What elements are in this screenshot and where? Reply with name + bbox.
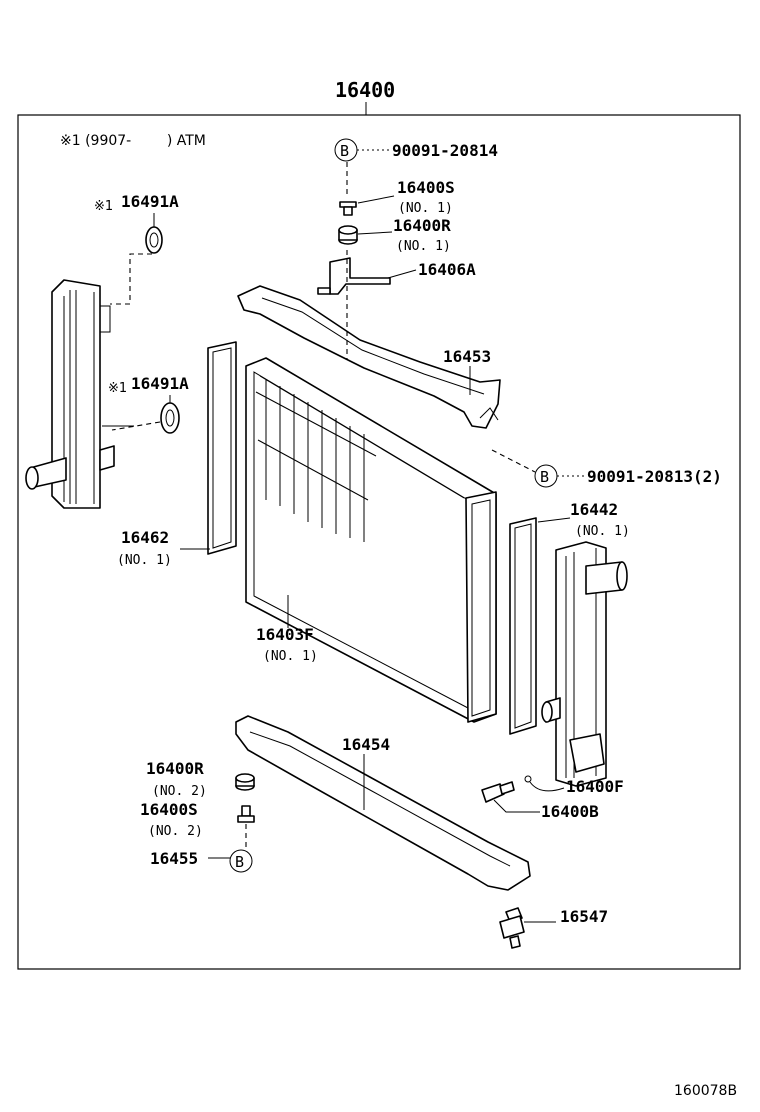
callout-b-top: B: [340, 142, 349, 160]
part-cushion-lower[interactable]: 16400R: [146, 759, 204, 778]
part-stay-lower-bolt-qty: (NO. 2): [148, 824, 203, 839]
assembly-frame: [17, 114, 741, 970]
part-stay-upper-bolt[interactable]: 16400S: [397, 178, 455, 197]
part-cushion-upper-qty: (NO. 1): [396, 239, 451, 254]
part-drain-gasket[interactable]: 16400F: [566, 777, 624, 796]
drain-gasket-leader: [529, 781, 565, 792]
right-tank-icon: [541, 541, 628, 787]
seal-left-icon: [207, 341, 237, 555]
part-support-lower[interactable]: 16454: [342, 735, 390, 754]
seal-right-icon: [509, 517, 537, 735]
diagram-code: 160078B: [674, 1083, 737, 1099]
gasket-mid-axis: [111, 421, 161, 431]
part-valve[interactable]: 16547: [560, 907, 608, 926]
callout-b-lower: B: [235, 853, 244, 871]
bolt-side-axis: [491, 449, 536, 473]
lower-support-icon: [235, 715, 531, 891]
part-core-qty: (NO. 1): [263, 649, 318, 664]
bolt-side-callout[interactable]: B 90091-20813(2): [534, 464, 722, 488]
bolt-lower-callout[interactable]: 16455 B: [150, 849, 253, 873]
part-seal-left[interactable]: 16462: [121, 528, 169, 547]
left-tank-icon: [25, 279, 134, 509]
part-bolt-side[interactable]: 90091-20813(2): [587, 467, 722, 486]
part-seal-right[interactable]: 16442: [570, 500, 618, 519]
part-bolt-top[interactable]: 90091-20814: [392, 141, 498, 160]
part-bolt-lower[interactable]: 16455: [150, 849, 198, 868]
part-gasket-mid[interactable]: 16491A: [131, 374, 189, 393]
applicability-note: ※1 (9907- ) ATM: [60, 133, 206, 149]
part-support-upper[interactable]: 16453: [443, 347, 491, 366]
cushion-lower-icon: [235, 773, 255, 791]
gasket-top-mark: ※1: [94, 199, 113, 214]
gasket-mid-mark: ※1: [108, 381, 127, 396]
part-seal-left-qty: (NO. 1): [117, 553, 172, 568]
cushion-upper-icon: [338, 225, 358, 245]
valve-icon: [499, 907, 525, 949]
upper-support-icon: [237, 285, 501, 429]
part-gasket-top[interactable]: 16491A: [121, 192, 179, 211]
drain-cock-icon: [481, 781, 515, 803]
bracket-leader: [387, 269, 417, 279]
part-stay-lower-bolt[interactable]: 16400S: [140, 800, 198, 819]
part-cushion-upper[interactable]: 16400R: [393, 216, 451, 235]
stay-upper-bolt-leader: [357, 195, 395, 204]
gasket-mid-icon: [160, 402, 180, 434]
callout-b-side: B: [540, 468, 549, 486]
radiator-core-icon: [245, 357, 497, 723]
gasket-top-axis: [110, 253, 152, 305]
assembly-number[interactable]: 16400: [335, 78, 395, 102]
part-core[interactable]: 16403F: [256, 625, 314, 644]
part-cushion-lower-qty: (NO. 2): [152, 784, 207, 799]
part-drain-cock[interactable]: 16400B: [541, 802, 599, 821]
stay-lower-bolt-icon: [237, 805, 255, 823]
seal-right-leader: [537, 517, 571, 523]
drain-gasket-icon: [524, 775, 532, 783]
bolt-top-callout[interactable]: B 90091-20814: [334, 138, 498, 162]
part-stay-upper-bolt-qty: (NO. 1): [398, 201, 453, 216]
cushion-upper-leader: [357, 231, 393, 235]
drain-cock-leader: [493, 799, 540, 813]
gasket-top-icon: [145, 226, 163, 254]
part-seal-right-qty: (NO. 1): [575, 524, 630, 539]
stay-upper-bolt-icon: [339, 201, 357, 216]
part-bracket[interactable]: 16406A: [418, 260, 476, 279]
bracket-icon: [317, 257, 391, 295]
